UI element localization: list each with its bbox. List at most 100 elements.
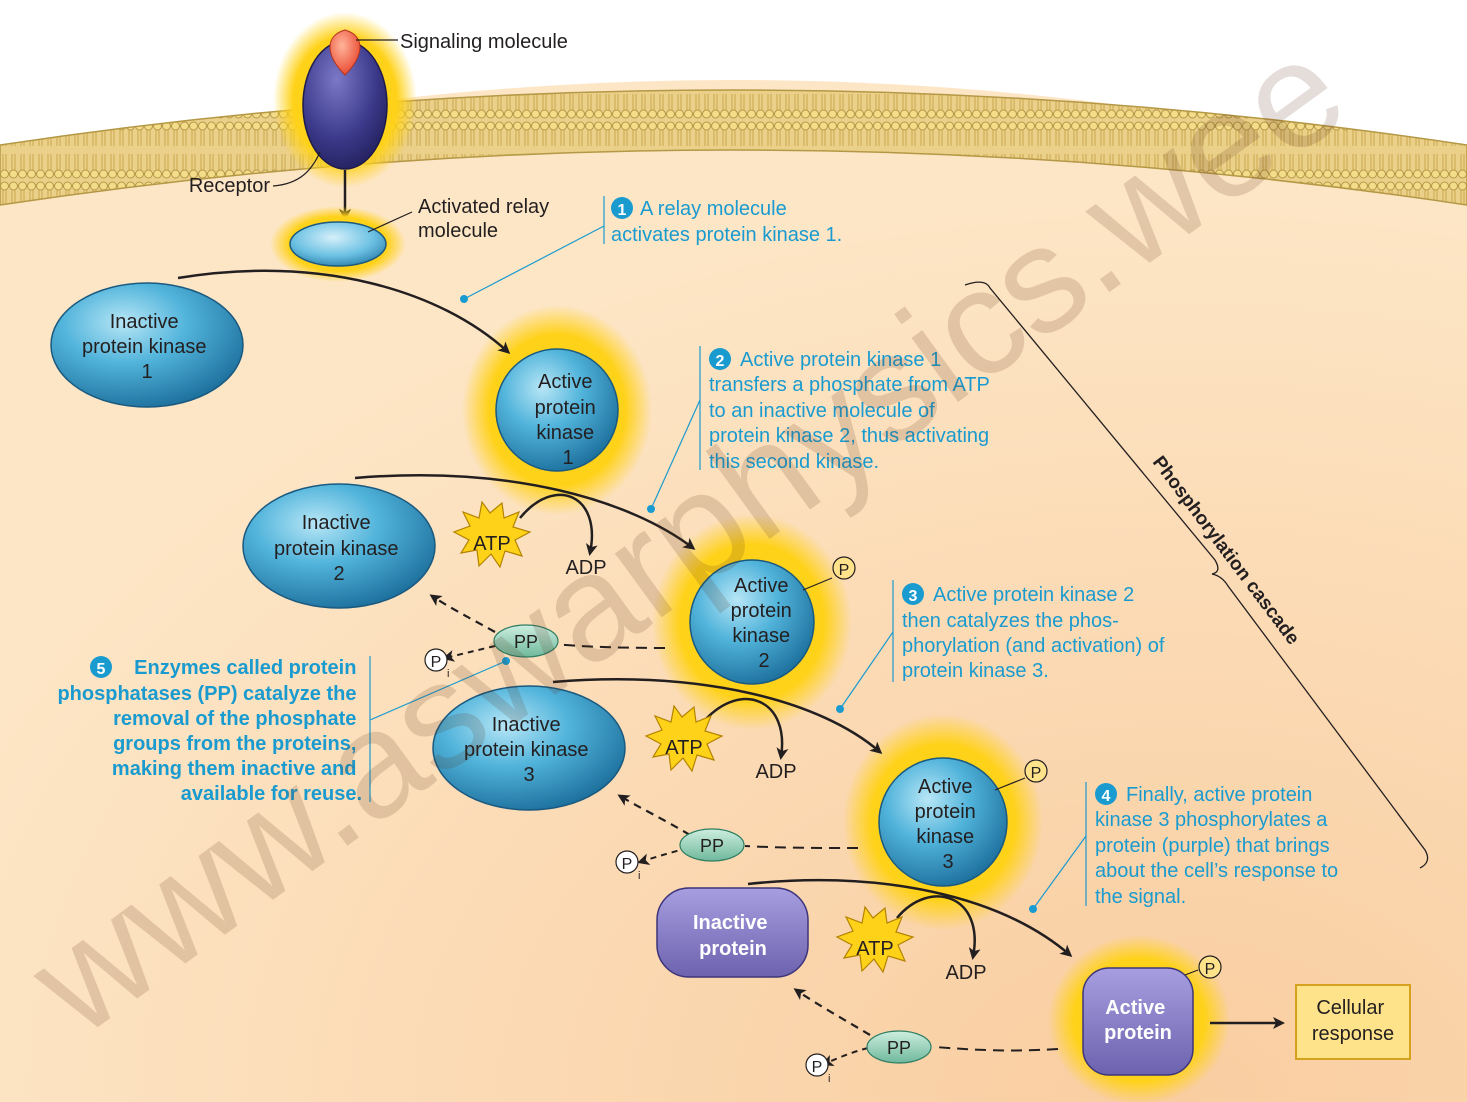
- inactive-protein-kinase-2: Inactive protein kinase 2: [242, 483, 436, 609]
- svg-text:P: P: [622, 856, 633, 873]
- svg-text:5: 5: [97, 661, 106, 678]
- step-5-badge: [90, 656, 112, 678]
- cellular-response-box: Cellular response: [1295, 984, 1411, 1060]
- inactive-protein: Inactive protein: [656, 887, 809, 978]
- step-2-badge: [709, 348, 731, 370]
- kinase-3-recycle-arrow: [617, 794, 691, 836]
- step-1-caption: 1 A relay molecule activates protein kin…: [460, 196, 842, 303]
- svg-text:Enzymes called protein p: Enzymes called protein phosphatases (PP)…: [57, 657, 362, 805]
- protein-activation-arrow: [747, 879, 1073, 957]
- kinase-2-recycle-arrow: [429, 594, 496, 633]
- activated-relay-molecule: [270, 206, 406, 282]
- active-protein-kinase-3: Active protein kinase 3: [878, 757, 1008, 887]
- svg-text:P: P: [839, 562, 850, 579]
- kinase-2-phosphate-bond: [802, 577, 833, 591]
- svg-text:Finally, active protein: Finally, active protein kinase 3 phospho…: [1095, 784, 1344, 908]
- protein-phosphatase-2: PP: [493, 624, 559, 658]
- svg-text:2: 2: [716, 353, 725, 370]
- svg-text:Cellular response: Cellular response: [1312, 997, 1394, 1045]
- inactive-protein-kinase-1: Inactive protein kinase 1: [50, 282, 244, 408]
- protein-recycle-arrow: [793, 988, 871, 1036]
- adp-3-label: ADP: [945, 962, 986, 984]
- svg-text:Inactive protein kinase: Inactive protein kinase 1: [82, 311, 212, 383]
- adp-1-label: ADP: [565, 557, 606, 579]
- svg-text:i: i: [828, 1073, 830, 1085]
- step-2-caption: 2 Active protein kinase 1 transfers a ph…: [647, 346, 995, 513]
- atp-2: ATP: [644, 704, 724, 773]
- relay-leader: [367, 211, 413, 233]
- svg-text:Inactive protein: Inactive protein: [693, 912, 773, 960]
- inactive-protein-kinase-3: Inactive protein kinase 3: [432, 685, 626, 811]
- step-3-leader: [839, 631, 894, 710]
- step-1-badge: [611, 197, 633, 219]
- step-3-badge: [902, 583, 924, 605]
- svg-text:i: i: [447, 668, 449, 680]
- active-protein-kinase-1: Active protein kinase 1: [495, 348, 619, 472]
- pp-dephosphorylation-path-protein: [934, 1046, 1059, 1052]
- svg-text:P: P: [812, 1059, 823, 1076]
- svg-text:PP: PP: [887, 1038, 911, 1058]
- phosphorylation-cascade-bracket: [964, 281, 1429, 869]
- svg-text:P: P: [431, 654, 442, 671]
- atp-3: ATP: [835, 905, 915, 974]
- inorganic-phosphate-3: P i: [615, 850, 640, 882]
- step-1-leader: [463, 225, 605, 300]
- svg-text:Active protein kinase 1: Active protein kinase 1 transfers a phos…: [709, 349, 995, 473]
- svg-text:PP: PP: [514, 632, 538, 652]
- svg-text:Active protein: Active protein: [1104, 997, 1172, 1044]
- svg-text:i: i: [638, 870, 640, 882]
- protein-phosphatase-protein: PP: [866, 1030, 932, 1064]
- kinase-2-phosphate: P: [832, 556, 856, 580]
- step-4-caption: 4 Finally, active protein kinase 3 phosp…: [1029, 782, 1344, 913]
- svg-text:ATP: ATP: [856, 938, 893, 960]
- receptor-leader: [272, 151, 321, 187]
- receptor-complex: [273, 12, 417, 188]
- active-protein-kinase-2: Active protein kinase 2: [689, 559, 815, 685]
- active-protein-phosphate: P: [1198, 955, 1222, 979]
- active-protein-phosphate-bond: [1184, 969, 1199, 976]
- kinase-3-activation-arrow: [552, 678, 883, 754]
- kinase-1-activation-arrow: [177, 269, 511, 355]
- pp-dephosphorylation-path-3: [744, 845, 859, 849]
- svg-text:4: 4: [1102, 788, 1111, 805]
- svg-text:Active protein kinase 2: Active protein kinase 2 then catalyzes t…: [902, 584, 1170, 682]
- step-4-badge: [1095, 783, 1117, 805]
- step-5-caption: 5 Enzymes called protein phosphatases (P…: [57, 656, 510, 805]
- kinase-2-activation-arrow: [354, 474, 696, 550]
- inorganic-phosphate-protein: P i: [805, 1053, 830, 1085]
- svg-text:P: P: [1205, 961, 1216, 978]
- signaling-molecule: [329, 29, 361, 76]
- adp-2-label: ADP: [755, 761, 796, 783]
- step-3-caption: 3 Active protein kinase 2 then catalyzes…: [836, 580, 1170, 713]
- atp-to-adp-arrow-1: [519, 493, 598, 556]
- svg-text:PP: PP: [700, 836, 724, 856]
- svg-text:3: 3: [909, 588, 918, 605]
- pp-dephosphorylation-path-2: [534, 641, 666, 649]
- svg-text:Active protein kin: Active protein kinase 1: [535, 371, 602, 469]
- svg-text:A relay molecule activat: A relay molecule activates protein kinas…: [611, 198, 842, 246]
- svg-text:Inactive protein kinase: Inactive protein kinase 3: [464, 714, 594, 786]
- svg-text:ATP: ATP: [473, 533, 510, 555]
- svg-text:ATP: ATP: [665, 737, 702, 759]
- svg-text:Active protein kin: Active protein kinase 3: [915, 776, 982, 873]
- svg-text:Active protein kin: Active protein kinase 2: [731, 575, 798, 672]
- svg-text:1: 1: [618, 202, 627, 219]
- svg-text:P: P: [1031, 765, 1042, 782]
- atp-1: ATP: [452, 500, 532, 569]
- step-2-leader: [650, 399, 701, 510]
- inorganic-phosphate-2: P i: [424, 648, 449, 680]
- kinase-3-phosphate: P: [1024, 759, 1048, 783]
- relay-label: Activated relay molecule: [418, 196, 555, 242]
- svg-text:Inactive protein kinase: Inactive protein kinase 2: [274, 512, 404, 585]
- atp-to-adp-arrow-2: [704, 697, 789, 760]
- pi-release-arrow-protein: [821, 1047, 869, 1066]
- protein-phosphatase-3: PP: [679, 828, 745, 862]
- kinase-3-phosphate-bond: [994, 777, 1026, 791]
- receptor-label: Receptor: [189, 175, 270, 197]
- step-5-leader: [369, 660, 507, 721]
- step-4-leader: [1032, 835, 1087, 910]
- pi-release-arrow-2: [442, 645, 496, 662]
- signaling-molecule-label: Signaling molecule: [400, 31, 568, 53]
